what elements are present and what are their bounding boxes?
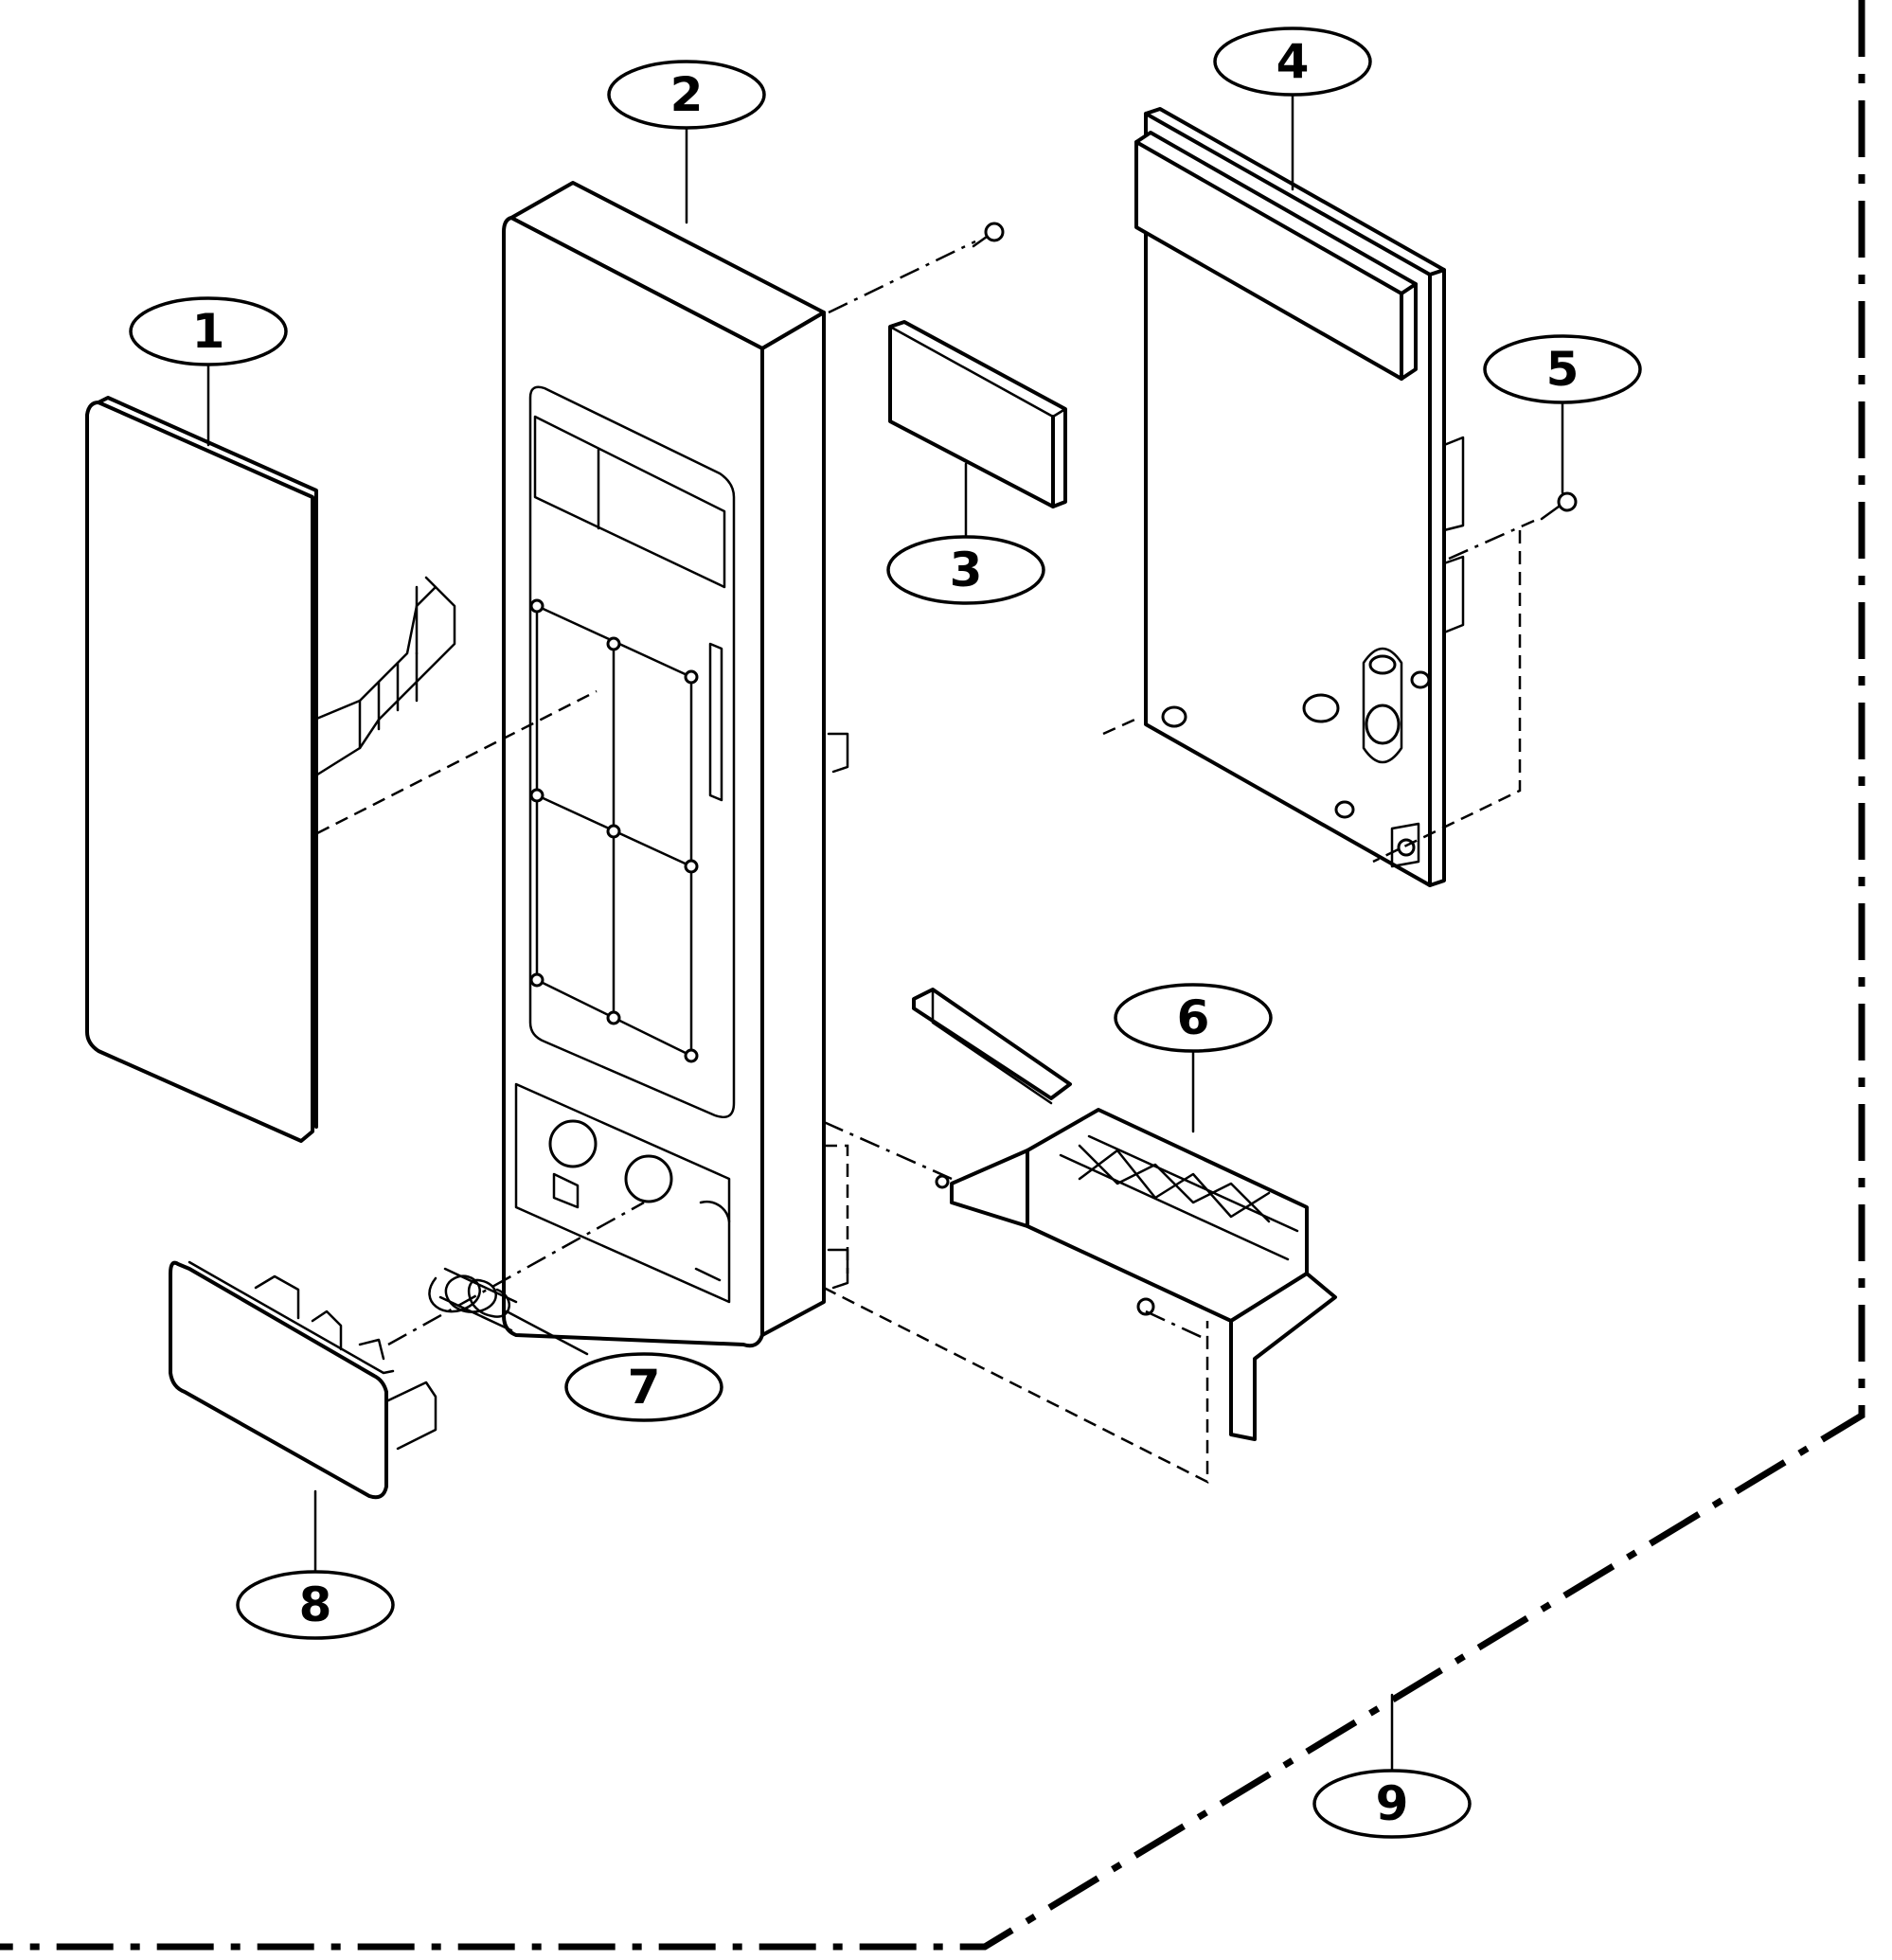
callout-9: 9 [1312, 1769, 1472, 1839]
part-2-control-panel [502, 181, 849, 1348]
svg-text:1: 1 [192, 304, 225, 359]
callout-7: 7 [564, 1352, 723, 1422]
svg-text:3: 3 [950, 543, 983, 597]
part-4-pcb [1134, 107, 1465, 887]
callout-1: 1 [129, 296, 288, 366]
svg-text:6: 6 [1177, 990, 1210, 1045]
callout-2: 2 [607, 60, 766, 130]
svg-text:9: 9 [1376, 1776, 1409, 1831]
svg-text:5: 5 [1546, 342, 1580, 397]
svg-text:8: 8 [299, 1577, 332, 1632]
part-3-display-filter [888, 320, 1067, 508]
part-5-screw [1540, 491, 1578, 521]
svg-text:4: 4 [1276, 34, 1310, 89]
callout-6: 6 [1114, 983, 1273, 1053]
svg-text:2: 2 [670, 67, 704, 122]
callout-3: 3 [886, 535, 1045, 605]
leader-lines [206, 93, 1564, 1773]
callout-5: 5 [1483, 334, 1642, 404]
svg-text:7: 7 [628, 1360, 661, 1415]
callout-4: 4 [1213, 27, 1372, 97]
guide-lines [316, 240, 1535, 1485]
part-8-door-button [169, 1260, 437, 1500]
callout-8: 8 [236, 1570, 395, 1640]
part-1-key-sheet [85, 396, 456, 1143]
part-6-latch-lever [912, 988, 1337, 1441]
screw-upper [972, 222, 1005, 248]
part-7-spring [428, 1267, 518, 1332]
